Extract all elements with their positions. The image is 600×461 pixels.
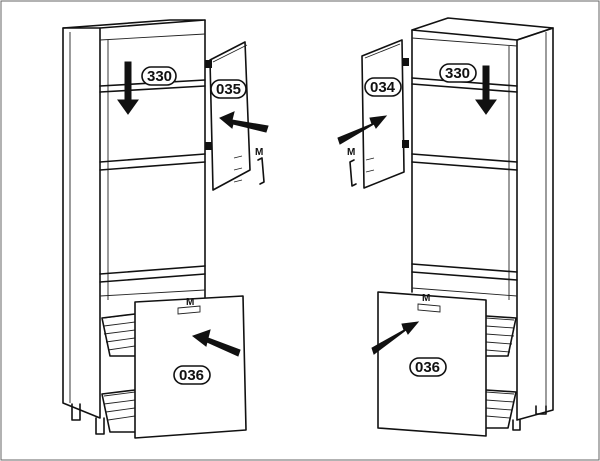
left-cabinet-side — [62, 27, 101, 419]
left-shelf-3 — [99, 265, 206, 283]
left-door-handle — [257, 157, 265, 185]
label-330-right-text: 330 — [445, 65, 470, 82]
left-front-arrow — [191, 329, 241, 357]
right-front-m-label: M — [422, 293, 430, 304]
left-cabinet-leg-front — [95, 417, 105, 435]
right-shelf-3 — [411, 263, 518, 281]
label-034: 034 — [364, 77, 402, 97]
label-036-right-text: 036 — [415, 359, 440, 376]
label-036-left-text: 036 — [179, 367, 204, 384]
left-shelf-2 — [99, 153, 206, 171]
right-shelf-arrow — [475, 65, 497, 115]
label-330-left-text: 330 — [147, 68, 172, 85]
label-330-right: 330 — [439, 63, 477, 83]
right-cabinet-leg-back — [535, 405, 547, 415]
right-cabinet-leg-front — [512, 419, 521, 431]
left-basket-lower — [101, 389, 136, 433]
left-door-hinge-top — [205, 60, 212, 68]
left-cabinet-top — [62, 19, 206, 29]
left-shelf-arrow — [117, 61, 139, 115]
right-basket-lower — [485, 389, 517, 429]
left-cabinet-leg-back — [71, 403, 81, 421]
right-front-arrow — [371, 321, 420, 355]
label-035-text: 035 — [216, 81, 241, 98]
left-door-m-label: M — [255, 147, 263, 158]
label-330-left: 330 — [141, 66, 177, 86]
left-front-m-label: M — [186, 297, 194, 308]
right-door-hinge-top — [402, 58, 409, 66]
right-basket-upper — [485, 315, 517, 357]
right-upper-door — [361, 39, 405, 189]
right-door-hinge-bottom — [402, 140, 409, 148]
left-door-arrow — [219, 111, 269, 133]
left-door-hinge-bottom — [205, 142, 212, 150]
label-036-left: 036 — [173, 365, 211, 385]
right-door-m-label: M — [347, 147, 355, 158]
right-door-arrow — [337, 115, 388, 145]
right-cabinet-side — [516, 27, 554, 421]
label-034-text: 034 — [370, 79, 396, 96]
right-shelf-2 — [411, 153, 518, 171]
left-basket-upper — [101, 313, 136, 357]
right-door-handle — [349, 159, 357, 187]
right-cabinet-top — [411, 17, 554, 41]
label-035: 035 — [210, 79, 247, 99]
label-036-right: 036 — [409, 357, 447, 377]
